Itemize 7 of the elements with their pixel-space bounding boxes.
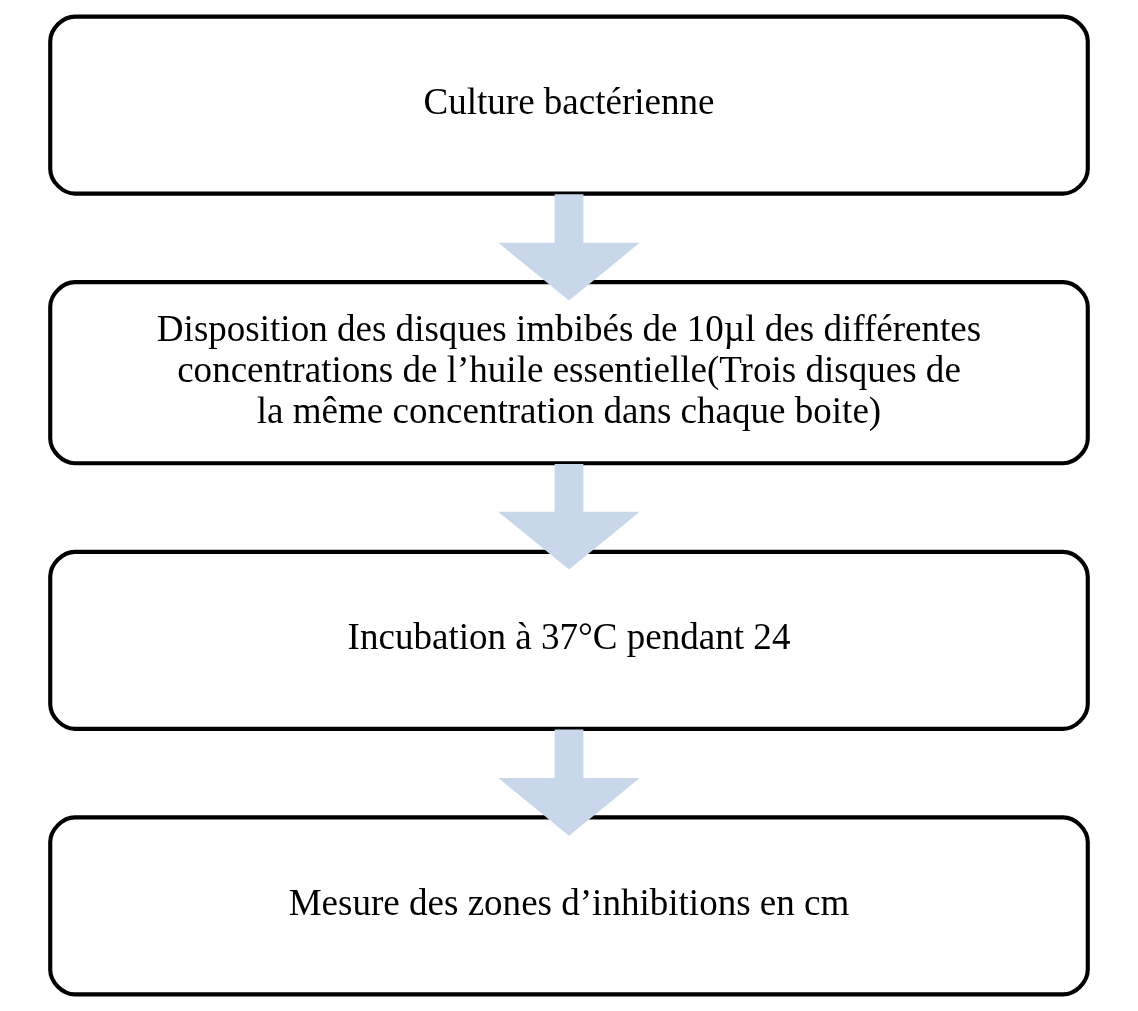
arrow	[498, 194, 640, 301]
node-box: Disposition des disques imbibés de 10µl des différentes concentrations de l’huile essentielle(Trois disques de la même concentration dans chaque boite)	[48, 280, 1090, 466]
arrow	[498, 729, 640, 836]
arrow	[498, 464, 640, 570]
node-box: Culture bactérienne	[48, 14, 1090, 196]
node-box: Incubation à 37°C pendant 24	[48, 549, 1090, 731]
node-box: Mesure des zones d’inhibitions en cm	[48, 815, 1090, 997]
